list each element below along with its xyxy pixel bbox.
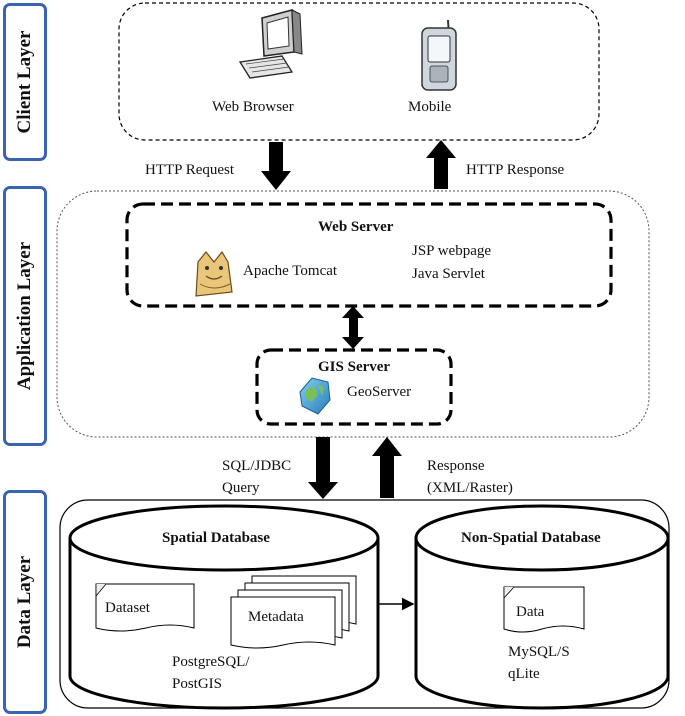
data-layer-tab: Data Layer — [3, 490, 47, 714]
java-servlet-label: Java Servlet — [412, 266, 485, 282]
metadata-label: Metadata — [248, 609, 304, 625]
postgresql-label: PostgreSQL/ — [172, 654, 250, 670]
postgis-label: PostGIS — [172, 676, 223, 692]
gis-server-box — [255, 348, 453, 426]
apache-tomcat-label: Apache Tomcat — [243, 263, 338, 279]
sqlite-label: qLite — [508, 666, 540, 682]
response-label: Response — [427, 458, 485, 474]
geoserver-label: GeoServer — [347, 384, 412, 400]
tomcat-icon — [195, 250, 233, 297]
spatial-database-title: Spatial Database — [162, 530, 270, 546]
http-request-arrow — [261, 142, 291, 190]
nonspatial-database-title: Non-Spatial Database — [461, 530, 601, 546]
geoserver-globe-icon — [299, 377, 331, 415]
sql-query-arrow — [308, 437, 338, 499]
gis-server-title: GIS Server — [318, 359, 391, 375]
mobile-label: Mobile — [408, 99, 452, 115]
dataset-label: Dataset — [105, 600, 150, 616]
application-layer-tab: Application Layer — [3, 186, 47, 446]
application-layer-box — [56, 190, 650, 438]
data-document-icon — [503, 586, 585, 633]
web-browser-label: Web Browser — [212, 99, 294, 115]
response-arrow — [372, 437, 402, 498]
data-label: Data — [516, 604, 545, 620]
metadata-documents-icon — [230, 575, 357, 649]
web-server-title: Web Server — [318, 219, 394, 235]
client-layer-tab: Client Layer — [3, 3, 47, 161]
client-layer-box — [118, 2, 600, 141]
response-format-label: (XML/Raster) — [427, 480, 513, 496]
web-gis-double-arrow — [342, 306, 364, 349]
http-response-label: HTTP Response — [466, 162, 565, 178]
http-response-arrow — [426, 140, 456, 189]
mysql-label: MySQL/S — [508, 644, 570, 660]
query-label: Query — [222, 480, 260, 496]
computer-icon — [238, 9, 303, 79]
http-request-label: HTTP Request — [145, 162, 235, 178]
web-server-box — [125, 202, 613, 308]
sql-jdbc-label: SQL/JDBC — [222, 458, 292, 474]
mobile-phone-icon — [421, 19, 457, 91]
dataset-document-icon — [95, 583, 195, 632]
jsp-webpage-label: JSP webpage — [412, 243, 492, 259]
